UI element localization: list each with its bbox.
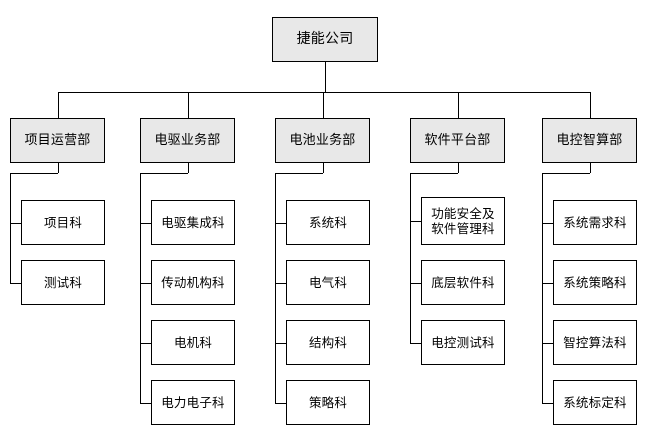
connector-section-spine-1	[10, 173, 11, 283]
org-node-department-电驱业务部-label: 电驱业务部	[154, 132, 221, 148]
org-node-section-系统需求科[interactable]: 系统需求科	[553, 200, 637, 245]
connector-department-drop-2	[188, 92, 189, 118]
connector-dept-stem-3	[323, 163, 324, 173]
org-node-section-电气科-label: 电气科	[308, 274, 348, 290]
connector-dept-stem-5	[590, 163, 591, 173]
connector-section-branch-4-3	[410, 343, 421, 344]
org-node-section-测试科[interactable]: 测试科	[21, 260, 105, 305]
org-node-section-传动机构科-label: 传动机构科	[161, 274, 225, 290]
org-node-section-智控算法科-label: 智控算法科	[563, 334, 627, 350]
org-node-section-传动机构科[interactable]: 传动机构科	[151, 260, 235, 305]
org-node-section-策略科[interactable]: 策略科	[286, 380, 370, 425]
org-node-section-电控测试科[interactable]: 电控测试科	[421, 320, 505, 365]
connector-section-branch-5-1	[542, 223, 553, 224]
org-node-section-系统策略科[interactable]: 系统策略科	[553, 260, 637, 305]
org-node-section-系统策略科-label: 系统策略科	[563, 274, 627, 290]
org-node-section-电驱集成科[interactable]: 电驱集成科	[151, 200, 235, 245]
org-node-root[interactable]: 捷能公司	[272, 17, 378, 62]
org-node-department-软件平台部-label: 软件平台部	[424, 132, 491, 148]
connector-section-branch-2-4	[140, 403, 151, 404]
connector-section-branch-2-1	[140, 223, 151, 224]
connector-department-drop-4	[458, 92, 459, 118]
connector-section-branch-3-1	[275, 223, 286, 224]
org-node-department-软件平台部[interactable]: 软件平台部	[410, 118, 505, 163]
org-node-section-功能安全及-软件管理科[interactable]: 功能安全及 软件管理科	[421, 197, 505, 245]
org-node-section-项目科-label: 项目科	[43, 214, 83, 230]
connector-section-branch-3-3	[275, 343, 286, 344]
connector-department-drop-1	[58, 92, 59, 118]
connector-section-spine-4	[410, 173, 411, 343]
org-node-section-电驱集成科-label: 电驱集成科	[161, 214, 225, 230]
connector-section-branch-3-2	[275, 283, 286, 284]
org-node-section-系统科-label: 系统科	[308, 214, 348, 230]
org-node-section-项目科[interactable]: 项目科	[21, 200, 105, 245]
org-node-root-label: 捷能公司	[296, 30, 354, 47]
connector-dept-stem-1	[58, 163, 59, 173]
org-node-department-项目运营部-label: 项目运营部	[24, 132, 91, 148]
org-node-department-电控智算部[interactable]: 电控智算部	[542, 118, 637, 163]
org-node-department-电池业务部[interactable]: 电池业务部	[275, 118, 370, 163]
org-node-section-电力电子科-label: 电力电子科	[161, 394, 225, 410]
connector-section-branch-5-3	[542, 343, 553, 344]
org-node-department-电驱业务部[interactable]: 电驱业务部	[140, 118, 235, 163]
connector-root-stem	[325, 62, 326, 92]
connector-section-spine-2	[140, 173, 141, 403]
connector-dept-elbow-5	[542, 173, 590, 174]
org-node-section-系统标定科[interactable]: 系统标定科	[553, 380, 637, 425]
org-node-section-系统需求科-label: 系统需求科	[563, 214, 627, 230]
connector-section-branch-2-3	[140, 343, 151, 344]
connector-section-branch-3-4	[275, 403, 286, 404]
org-node-section-电气科[interactable]: 电气科	[286, 260, 370, 305]
org-node-department-电池业务部-label: 电池业务部	[289, 132, 356, 148]
org-node-section-电机科[interactable]: 电机科	[151, 320, 235, 365]
connector-dept-elbow-4	[410, 173, 458, 174]
org-node-section-测试科-label: 测试科	[43, 274, 83, 290]
connector-section-branch-4-1	[410, 221, 421, 222]
connector-department-drop-5	[590, 92, 591, 118]
org-node-section-电机科-label: 电机科	[173, 334, 213, 350]
org-node-section-结构科[interactable]: 结构科	[286, 320, 370, 365]
connector-section-branch-1-2	[10, 283, 21, 284]
org-node-section-系统标定科-label: 系统标定科	[563, 394, 627, 410]
connector-section-spine-5	[542, 173, 543, 403]
org-node-section-智控算法科[interactable]: 智控算法科	[553, 320, 637, 365]
org-node-department-项目运营部[interactable]: 项目运营部	[10, 118, 105, 163]
org-node-section-功能安全及-软件管理科-label: 功能安全及 软件管理科	[431, 205, 495, 236]
org-node-section-系统科[interactable]: 系统科	[286, 200, 370, 245]
connector-section-branch-2-2	[140, 283, 151, 284]
connector-dept-elbow-2	[140, 173, 188, 174]
connector-department-bus	[58, 92, 590, 93]
connector-section-branch-4-2	[410, 283, 421, 284]
connector-department-drop-3	[323, 92, 324, 118]
org-node-section-结构科-label: 结构科	[308, 334, 348, 350]
connector-dept-elbow-1	[10, 173, 58, 174]
connector-dept-elbow-3	[275, 173, 323, 174]
org-node-section-底层软件科-label: 底层软件科	[431, 274, 495, 290]
org-node-section-策略科-label: 策略科	[308, 394, 348, 410]
connector-dept-stem-4	[458, 163, 459, 173]
connector-section-branch-5-4	[542, 403, 553, 404]
org-node-section-电力电子科[interactable]: 电力电子科	[151, 380, 235, 425]
connector-dept-stem-2	[188, 163, 189, 173]
connector-section-spine-3	[275, 173, 276, 403]
connector-section-branch-1-1	[10, 223, 21, 224]
org-node-section-底层软件科[interactable]: 底层软件科	[421, 260, 505, 305]
org-node-department-电控智算部-label: 电控智算部	[556, 132, 623, 148]
org-node-section-电控测试科-label: 电控测试科	[431, 334, 495, 350]
connector-section-branch-5-2	[542, 283, 553, 284]
